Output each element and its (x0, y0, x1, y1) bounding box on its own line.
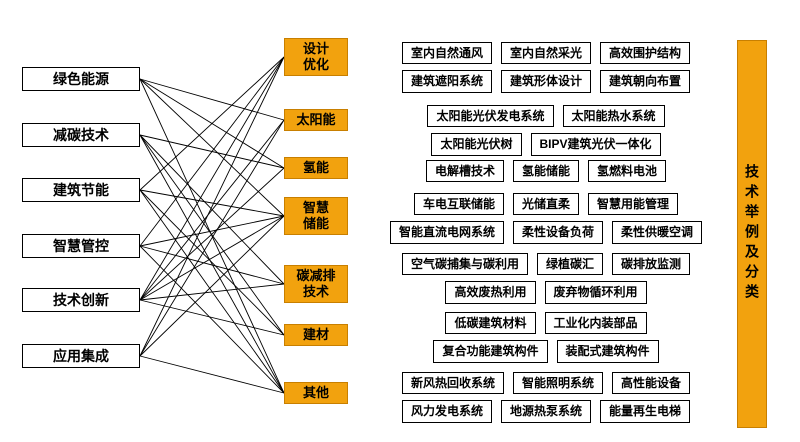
connector-line (139, 56, 285, 357)
example-group: 空气碳捕集与碳利用绿植碳汇碳排放监测高效废热利用废弃物循环利用 (366, 253, 726, 304)
example-row: 室内自然通风室内自然采光高效围护结构 (401, 42, 691, 65)
connector-line (139, 355, 285, 394)
left-node: 智慧管控 (22, 234, 140, 258)
example-box: 氢能储能 (512, 160, 579, 183)
connector-line (139, 78, 285, 217)
mid-node: 太阳能 (284, 109, 348, 131)
connector-line (139, 215, 285, 247)
example-row: 智能直流电网系统柔性设备负荷柔性供暖空调 (389, 221, 703, 244)
mid-node: 其他 (284, 382, 348, 404)
left-node: 应用集成 (22, 344, 140, 368)
example-row: 电解槽技术氢能储能氢燃料电池 (425, 160, 667, 183)
mid-node: 智慧 储能 (284, 197, 348, 235)
example-box: 车电互联储能 (413, 193, 504, 216)
example-group: 太阳能光伏发电系统太阳能热水系统太阳能光伏树 BIPV建筑光伏一体化 (366, 105, 726, 156)
example-box: 工业化内装部品 (544, 312, 647, 335)
example-row: 新风热回收系统智能照明系统高性能设备 (401, 372, 691, 395)
connector-line (139, 56, 285, 301)
mid-node: 建材 (284, 324, 348, 346)
left-node: 技术创新 (22, 288, 140, 312)
example-box: 装配式建筑构件 (556, 340, 659, 363)
example-row: 低碳建筑材料工业化内装部品 (445, 312, 647, 335)
connector-line (139, 189, 285, 394)
example-row: 高效废热利用废弃物循环利用 (445, 281, 647, 304)
connector-line (139, 283, 285, 301)
example-box: 低碳建筑材料 (445, 312, 536, 335)
connector-line (139, 215, 285, 301)
example-box: 新风热回收系统 (401, 372, 504, 395)
example-box: BIPV建筑光伏一体化 (530, 133, 661, 156)
example-box: 空气碳捕集与碳利用 (401, 253, 528, 276)
example-row: 太阳能光伏发电系统太阳能热水系统 (427, 105, 665, 128)
connector-line (139, 78, 285, 169)
left-node: 减碳技术 (22, 123, 140, 147)
connector-line (139, 56, 285, 247)
connector-line (139, 299, 285, 336)
example-row: 太阳能光伏树 BIPV建筑光伏一体化 (431, 133, 661, 156)
example-box: 高性能设备 (612, 372, 691, 395)
connector-line (139, 119, 285, 301)
connector-line (139, 167, 285, 301)
sidebar-label: 技术举例及分类 (744, 164, 760, 304)
example-box: 碳排放监测 (612, 253, 691, 276)
left-node: 绿色能源 (22, 67, 140, 91)
connector-line (139, 245, 285, 285)
mid-node: 氢能 (284, 157, 348, 179)
example-row: 建筑遮阳系统建筑形体设计建筑朝向布置 (401, 70, 691, 93)
example-group: 低碳建筑材料工业化内装部品复合功能建筑构件装配式建筑构件 (366, 312, 726, 363)
example-box: 高效围护结构 (600, 42, 691, 65)
connector-line (139, 134, 285, 394)
example-box: 智能照明系统 (512, 372, 603, 395)
example-box: 太阳能热水系统 (562, 105, 665, 128)
example-box: 绿植碳汇 (536, 253, 603, 276)
example-box: 柔性设备负荷 (512, 221, 603, 244)
example-box: 智慧用能管理 (588, 193, 679, 216)
example-group: 室内自然通风室内自然采光高效围护结构建筑遮阳系统建筑形体设计建筑朝向布置 (366, 42, 726, 93)
connector-line (139, 78, 285, 121)
connector-line (139, 189, 285, 217)
connector-line (139, 134, 285, 169)
mid-node: 碳减排 技术 (284, 265, 348, 303)
example-box: 柔性供暖空调 (612, 221, 703, 244)
example-box: 太阳能光伏发电系统 (427, 105, 554, 128)
classification-sidebar: 技术举例及分类 (737, 40, 767, 428)
example-box: 建筑朝向布置 (600, 70, 691, 93)
example-group: 车电互联储能光储直柔智慧用能管理智能直流电网系统柔性设备负荷柔性供暖空调 (366, 193, 726, 244)
connector-line (139, 245, 285, 394)
example-box: 废弃物循环利用 (544, 281, 647, 304)
example-box: 风力发电系统 (401, 400, 492, 423)
example-box: 室内自然采光 (500, 42, 591, 65)
example-box: 太阳能光伏树 (431, 133, 522, 156)
example-box: 电解槽技术 (425, 160, 504, 183)
example-group: 电解槽技术氢能储能氢燃料电池 (366, 160, 726, 183)
example-box: 光储直柔 (512, 193, 579, 216)
connector-line (139, 189, 285, 336)
example-box: 建筑形体设计 (500, 70, 591, 93)
example-box: 能量再生电梯 (600, 400, 691, 423)
example-box: 地源热泵系统 (500, 400, 591, 423)
example-box: 复合功能建筑构件 (433, 340, 548, 363)
connector-line (139, 215, 285, 357)
example-box: 室内自然通风 (401, 42, 492, 65)
connector-line (139, 119, 285, 357)
example-row: 复合功能建筑构件装配式建筑构件 (433, 340, 659, 363)
example-row: 风力发电系统地源热泵系统能量再生电梯 (401, 400, 691, 423)
example-box: 智能直流电网系统 (389, 221, 504, 244)
connector-line (139, 56, 285, 191)
mid-node: 设计 优化 (284, 38, 348, 76)
example-group: 新风热回收系统智能照明系统高性能设备风力发电系统地源热泵系统能量再生电梯 (366, 372, 726, 423)
connector-line (139, 78, 285, 394)
example-box: 高效废热利用 (445, 281, 536, 304)
connector-line (139, 134, 285, 336)
example-box: 氢燃料电池 (588, 160, 667, 183)
example-row: 车电互联储能光储直柔智慧用能管理 (413, 193, 679, 216)
example-box: 建筑遮阳系统 (401, 70, 492, 93)
connector-line (139, 134, 285, 285)
left-node: 建筑节能 (22, 178, 140, 202)
example-row: 空气碳捕集与碳利用绿植碳汇碳排放监测 (401, 253, 691, 276)
